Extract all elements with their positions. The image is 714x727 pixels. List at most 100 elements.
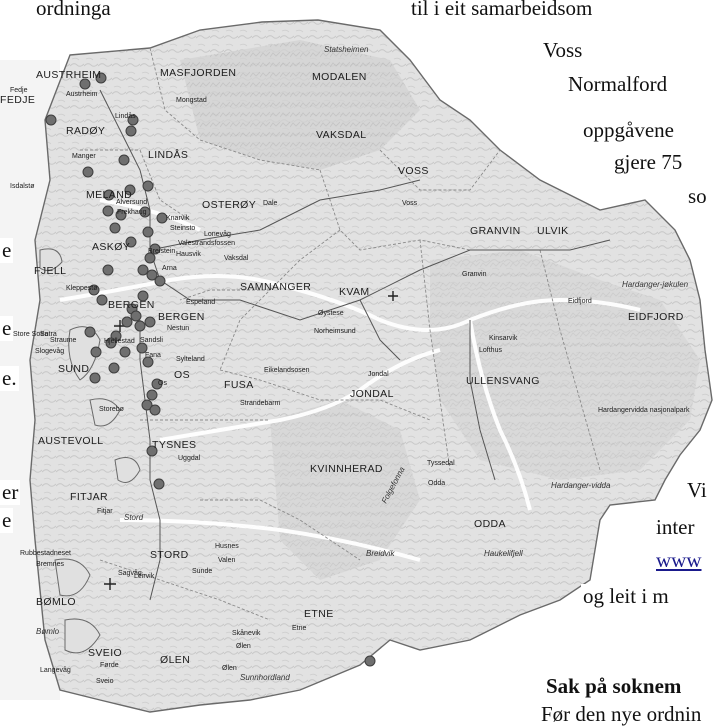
body-text-www-link[interactable]: www bbox=[654, 548, 704, 573]
place-labels: Fedje FEDJE Austrheim Mongstad Lindås Ma… bbox=[0, 45, 690, 685]
place-hardangervidda: Hardanger-vidda bbox=[551, 481, 611, 490]
place-leirvik: Leirvik bbox=[134, 573, 155, 580]
label-ullensvang: ULLENSVANG bbox=[466, 375, 540, 387]
body-text-gjere: gjere 75 bbox=[612, 150, 685, 175]
place-austrheim: Austrheim bbox=[66, 91, 98, 98]
parish-marker bbox=[119, 346, 131, 358]
parish-marker bbox=[137, 264, 149, 276]
place-valestrandsfossen: Valestrandsfossen bbox=[178, 240, 235, 247]
label-bomlo: BØMLO bbox=[36, 596, 76, 608]
parish-marker bbox=[156, 212, 168, 224]
place-jondal: Jondal bbox=[368, 371, 389, 378]
place-etne: Etne bbox=[292, 625, 307, 632]
place-granvin: Granvin bbox=[462, 271, 487, 278]
body-text-so: so bbox=[686, 184, 709, 209]
place-stord: Stord bbox=[124, 513, 144, 522]
place-hausvik: Hausvik bbox=[176, 251, 201, 258]
place-hjellestad: Hjellestad bbox=[104, 338, 135, 345]
place-alversund: Alversund bbox=[116, 199, 147, 206]
parish-marker bbox=[146, 269, 158, 281]
label-stord: STORD bbox=[150, 549, 189, 561]
body-text-ordninga: ordninga bbox=[34, 0, 113, 21]
place-straume: Straume bbox=[50, 337, 77, 344]
parish-marker bbox=[364, 655, 376, 667]
place-kleppesto: Kleppestø bbox=[66, 285, 98, 292]
parish-marker bbox=[142, 226, 154, 238]
label-fitjar: FITJAR bbox=[70, 491, 108, 503]
place-fana: Fana bbox=[145, 352, 161, 359]
parish-marker bbox=[118, 154, 130, 166]
label-osteroy: OSTERØY bbox=[202, 199, 256, 211]
label-fjell: FJELL bbox=[34, 265, 66, 277]
place-sagvag: Sagvåg bbox=[118, 569, 142, 577]
parish-markers bbox=[45, 72, 376, 667]
label-masfjorden: MASFJORDEN bbox=[160, 67, 236, 79]
body-text-voss: Voss bbox=[541, 38, 585, 63]
place-husnes: Husnes bbox=[215, 543, 239, 550]
body-text-e2: e bbox=[0, 316, 14, 341]
place-os: Os bbox=[158, 380, 167, 387]
label-os: OS bbox=[174, 369, 190, 381]
place-nestun: Nestun bbox=[167, 325, 189, 332]
parish-marker bbox=[149, 243, 161, 255]
place-fitjar: Fitjar bbox=[97, 508, 113, 515]
place-slogevag: Slogevåg bbox=[35, 347, 64, 355]
place-fedje: Fedje bbox=[10, 87, 28, 94]
place-eikelandsosen: Eikelandsosen bbox=[264, 367, 310, 374]
place-olen-2: Ølen bbox=[236, 643, 251, 650]
place-tyssedal: Tyssedal bbox=[427, 460, 455, 467]
place-sunde: Sunde bbox=[192, 568, 212, 575]
place-oystese: Øystese bbox=[318, 310, 344, 317]
body-text-vi: Vi bbox=[685, 478, 709, 503]
place-vaksdal: Vaksdal bbox=[224, 255, 249, 262]
place-store-sotra: Store Sotra bbox=[13, 331, 49, 338]
place-statsheimen: Statsheimen bbox=[324, 45, 369, 54]
place-lindas: Lindås bbox=[115, 112, 136, 120]
municipal-borders bbox=[80, 47, 601, 621]
label-fusa: FUSA bbox=[224, 379, 254, 391]
place-storebo: Storebø bbox=[99, 406, 125, 413]
municipality-labels: AUSTRHEIM MASFJORDEN MODALEN RADØY LINDÅ… bbox=[34, 67, 684, 666]
label-tysnes: TYSNES bbox=[152, 439, 196, 451]
place-valen: Valen bbox=[218, 557, 235, 564]
place-knarvik: Knarvik bbox=[166, 215, 190, 222]
islands bbox=[39, 248, 141, 654]
place-olen: Ølen bbox=[222, 665, 237, 672]
parish-marker bbox=[127, 114, 139, 126]
county-outline bbox=[29, 19, 713, 713]
label-olen: ØLEN bbox=[160, 654, 190, 666]
label-granvin: GRANVIN bbox=[470, 225, 521, 237]
label-modalen: MODALEN bbox=[312, 71, 367, 83]
place-voss: Voss bbox=[402, 200, 418, 207]
body-text-for-den: Før den nye ordnin bbox=[539, 702, 704, 727]
parish-marker bbox=[136, 342, 148, 354]
parish-marker bbox=[124, 184, 136, 196]
mountain-zone-north bbox=[180, 40, 420, 170]
label-voss: VOSS bbox=[398, 165, 429, 177]
label-samnanger: SAMNANGER bbox=[240, 281, 311, 293]
label-eidfjord: EIDFJORD bbox=[628, 311, 684, 323]
parish-marker bbox=[142, 356, 154, 368]
label-bergen-1: BERGEN bbox=[108, 299, 155, 311]
place-fedje-municipality: FEDJE bbox=[0, 94, 35, 106]
place-manger: Manger bbox=[72, 153, 96, 160]
label-odda: ODDA bbox=[474, 518, 506, 530]
label-bergen-2: BERGEN bbox=[158, 311, 205, 323]
place-sandsli: Sandsli bbox=[140, 337, 163, 344]
place-hardangervidda-np: Hardangervidda nasjonalpark bbox=[598, 407, 690, 414]
place-breistein: Breistein bbox=[148, 248, 175, 255]
body-text-e4: e bbox=[0, 508, 14, 533]
body-text-oppgavene: oppgåvene bbox=[581, 118, 676, 143]
place-uggdal: Uggdal bbox=[178, 455, 201, 462]
place-sveio: Sveio bbox=[96, 678, 114, 685]
place-skanevik: Skånevik bbox=[232, 629, 261, 637]
place-dale: Dale bbox=[263, 200, 278, 207]
place-arna: Arna bbox=[162, 265, 177, 272]
label-ulvik: ULVIK bbox=[537, 225, 569, 237]
parish-marker bbox=[82, 166, 94, 178]
body-text-inter: inter bbox=[654, 515, 697, 540]
parish-marker bbox=[88, 284, 100, 296]
parish-marker bbox=[89, 372, 101, 384]
place-frekhaug: Frekhaug bbox=[117, 209, 147, 216]
